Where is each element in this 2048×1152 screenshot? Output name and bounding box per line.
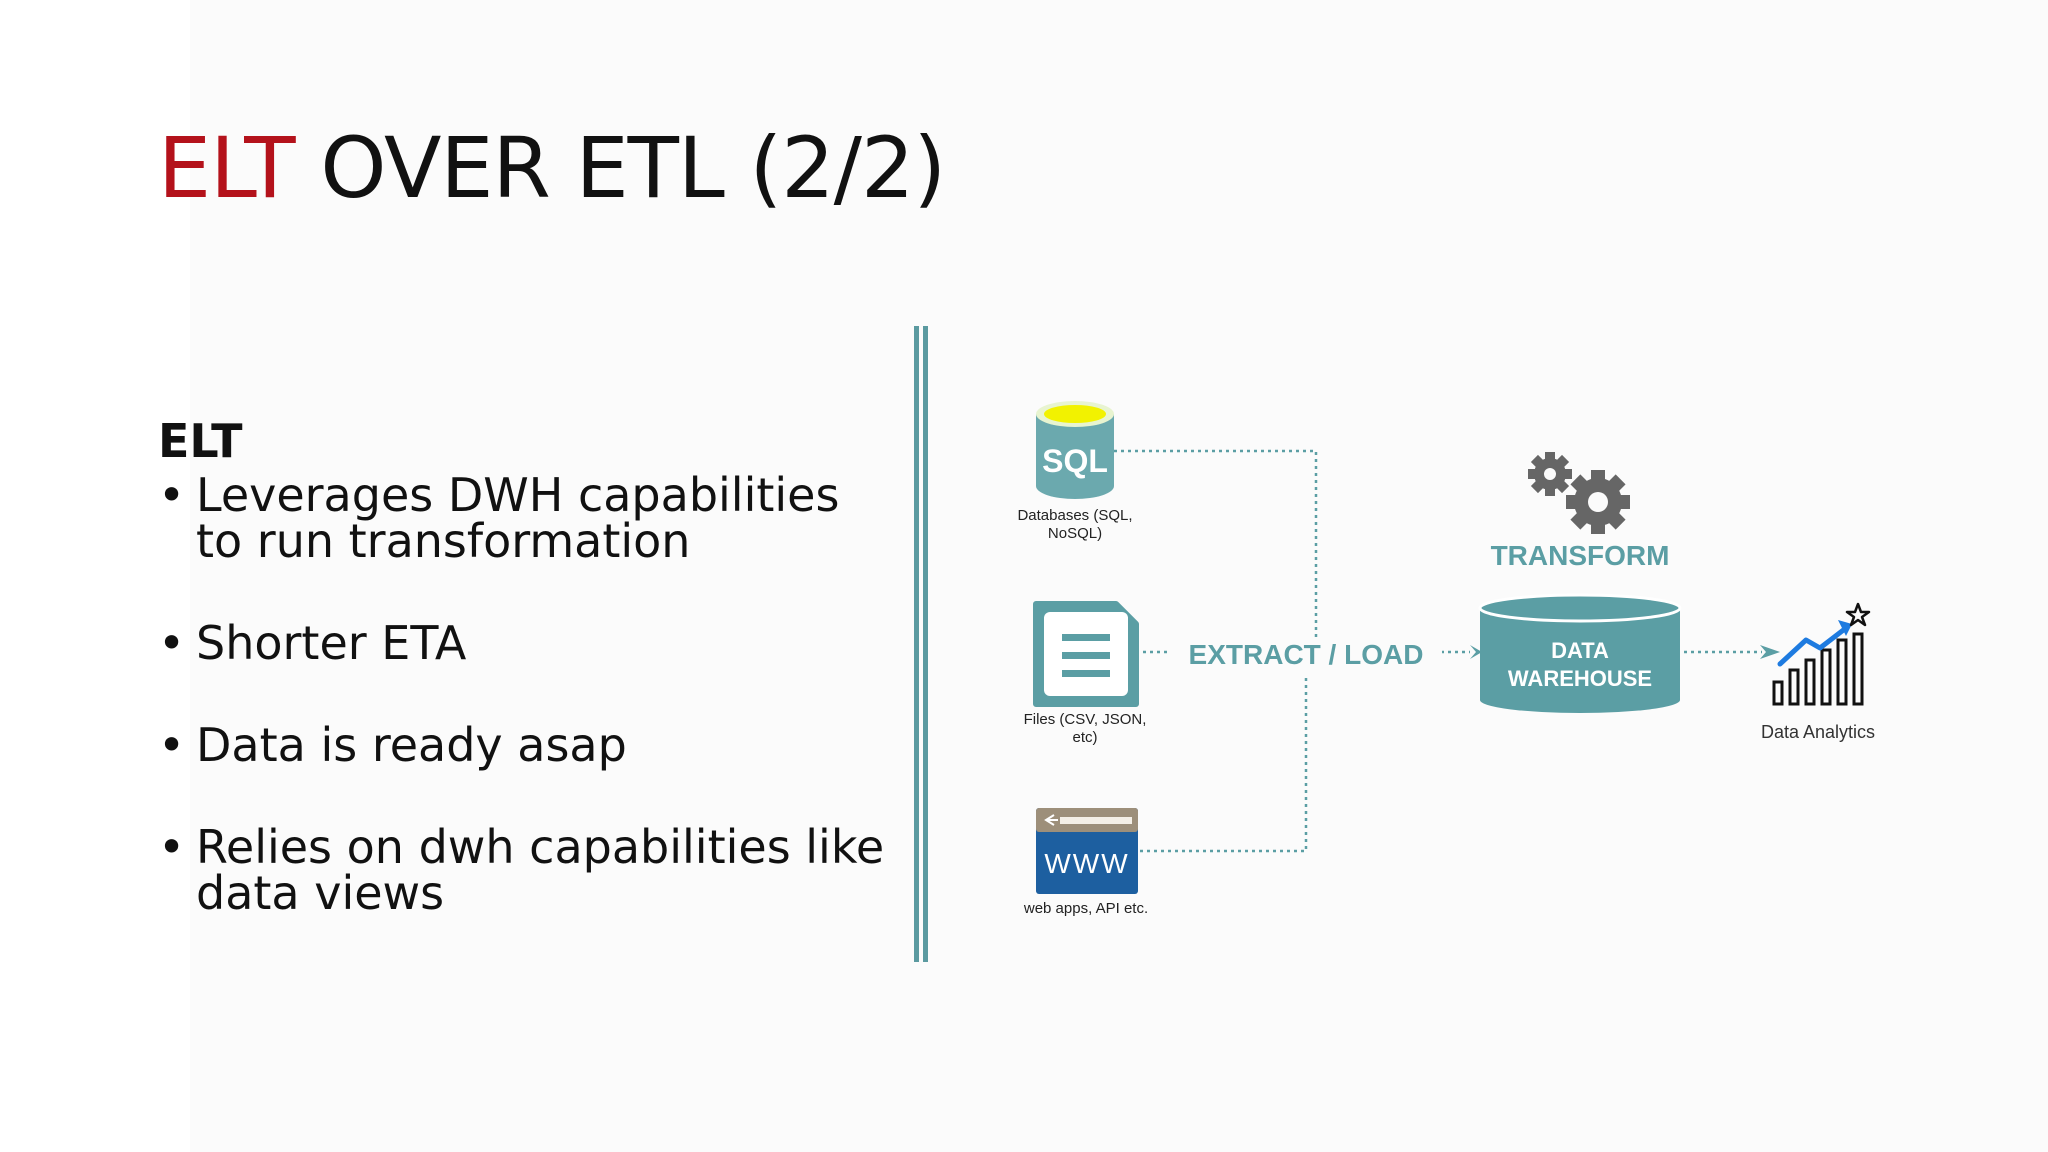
files-label: Files (CSV, JSON, etc) [1023,711,1147,746]
connector-web [1140,678,1308,853]
transform-label: TRANSFORM [1490,540,1670,571]
bullet-item: Leverages DWH capabilities to run transf… [158,472,898,564]
bullet-panel: ELT Leverages DWH capabilities to run tr… [158,410,898,972]
slide-title: ELT OVER ETL (2/2) [158,118,946,218]
sql-database-icon: SQL [1036,401,1114,499]
web-label: web apps, API etc. [1023,900,1149,917]
section-heading: ELT [158,414,243,468]
www-icon-text: WWW [1044,848,1129,879]
web-www-icon: WWW [1036,808,1138,894]
gears-icon [1528,452,1630,534]
bullet-item: Data is ready asap [158,722,898,768]
column-divider [914,326,928,962]
warehouse-line1: DATA [1551,638,1609,663]
arrowhead-warehouse [1470,645,1482,659]
extract-load-label: EXTRACT / LOAD [1170,640,1442,670]
databases-label: Databases (SQL, NoSQL) [1017,507,1133,542]
data-warehouse-cylinder: DATA WAREHOUSE [1478,593,1682,713]
analytics-chart-icon [1772,602,1871,706]
warehouse-line2: WAREHOUSE [1508,666,1652,691]
connector-databases [1114,449,1318,650]
file-document-icon [1033,601,1139,707]
data-analytics-label: Data Analytics [1760,722,1876,742]
slide-background [190,0,2048,1152]
sql-icon-text: SQL [1042,443,1108,479]
title-accent: ELT [158,119,296,217]
bullet-list: Leverages DWH capabilities to run transf… [158,472,898,916]
title-rest: OVER ETL (2/2) [294,119,946,217]
bullet-item: Relies on dwh capabilities like data vie… [158,824,898,916]
arrowhead-analytics [1760,645,1780,659]
bullet-item: Shorter ETA [158,620,898,666]
